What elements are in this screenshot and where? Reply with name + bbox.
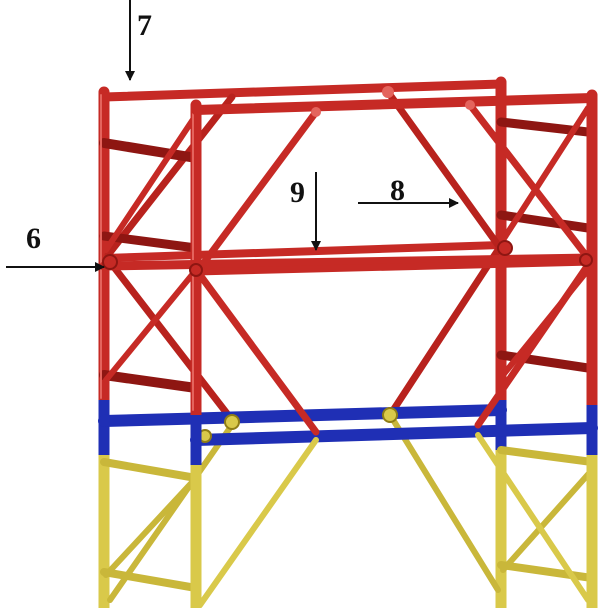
joint-mid-front-right — [579, 253, 593, 267]
front-diagonal-left-lower — [196, 271, 320, 436]
front-mid-rail — [99, 253, 597, 271]
right-yellow-rung-1 — [497, 446, 596, 466]
front-diagonal-right-upper — [466, 101, 592, 262]
front-yellow-diagonal-b — [475, 432, 591, 603]
clamp-a — [224, 414, 240, 430]
front-top-rail — [191, 93, 597, 115]
joint-mid-right — [497, 240, 513, 256]
back-diagonal-left-upper — [104, 93, 236, 259]
back-diagonal-left-lower — [106, 258, 236, 424]
joint-front-top-right — [465, 100, 475, 110]
left-rung-3 — [99, 370, 201, 393]
front-mid-rail-2 — [192, 258, 596, 276]
callout-9: 9 — [290, 176, 305, 209]
joint-mid-front-left — [189, 263, 203, 277]
back-mid-rail — [100, 241, 505, 262]
callout-labels: 7 6 9 8 — [26, 9, 405, 255]
callout-7: 7 — [137, 9, 152, 42]
callout-6: 6 — [26, 222, 41, 255]
left-yellow-rung-1 — [100, 458, 200, 482]
front-blue-rail — [190, 422, 598, 446]
back-diagonal-right-upper — [384, 88, 502, 249]
left-rung-2 — [99, 231, 201, 253]
left-side-diag-2 — [103, 267, 199, 383]
clamp-b — [382, 407, 398, 423]
front-yellow-diagonal-a — [197, 437, 319, 608]
right-yellow-diag — [500, 467, 595, 573]
right-side-diag-1 — [500, 105, 591, 243]
front-diagonal-left-upper — [196, 108, 320, 272]
left-rung-1 — [99, 138, 201, 163]
left-yellow-diag — [103, 475, 199, 578]
callouts — [6, 0, 459, 272]
back-frame — [98, 76, 507, 608]
back-diagonal-right-lower — [388, 246, 502, 416]
joint-mid-left — [102, 254, 118, 270]
back-yellow-diagonal-a — [107, 422, 235, 603]
joint-front-top-left — [311, 107, 321, 117]
back-top-rail — [99, 79, 506, 102]
left-side-diag-1 — [103, 112, 199, 253]
front-diagonal-right-lower — [474, 261, 592, 429]
blue-band — [98, 404, 598, 446]
left-yellow-rung-2 — [100, 568, 200, 592]
joint-top-center — [382, 86, 394, 98]
front-frame — [99, 86, 598, 608]
callout-8: 8 — [390, 174, 405, 207]
right-yellow-rung-2 — [497, 561, 596, 582]
back-yellow-diagonal-b — [389, 415, 501, 593]
